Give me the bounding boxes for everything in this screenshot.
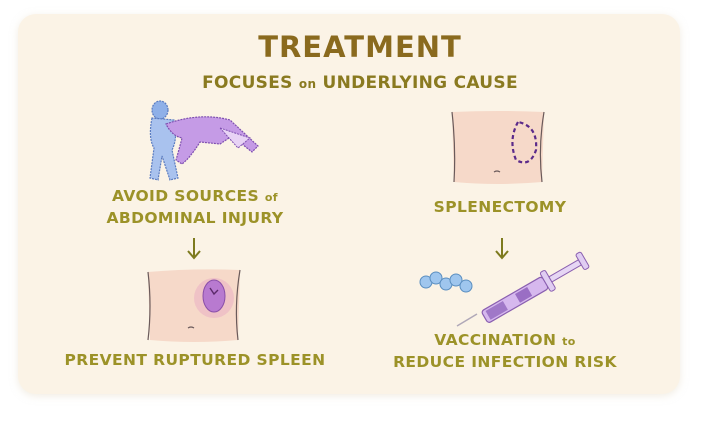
avoid-line1: AVOID SOURCES [111,187,265,205]
vaccination-label: VACCINATION to REDUCE INFECTION RISK [370,330,640,373]
syringe-vaccine-icon [456,251,590,327]
subtitle: FOCUSES on UNDERLYING CAUSE [0,73,720,93]
ruptured-spleen-abdomen-icon [147,269,241,342]
abdomen-spleen-outline-icon [451,111,545,184]
arrow-down-icon [187,238,201,260]
subtitle-small: on [298,77,317,91]
avoid-line2: ABDOMINAL INJURY [106,209,284,227]
arrow-down-icon [495,238,509,260]
vaccination-line1: VACCINATION [434,331,563,349]
page-title: TREATMENT [258,30,462,64]
contact-sports-tackle-icon [149,100,259,181]
subtitle-suffix: UNDERLYING CAUSE [316,73,518,93]
treatment-panel [18,14,680,394]
vaccination-line1-small: to [562,335,576,348]
prevent-rupture-label: PREVENT RUPTURED SPLEEN [64,351,326,369]
subtitle-prefix: FOCUSES [202,73,299,93]
bacteria-icon [419,271,473,293]
avoid-line1-small: of [264,191,278,204]
avoid-injury-label: AVOID SOURCES of ABDOMINAL INJURY [60,186,330,229]
vaccination-line2: REDUCE INFECTION RISK [393,353,617,371]
splenectomy-label: SPLENECTOMY [433,198,567,216]
